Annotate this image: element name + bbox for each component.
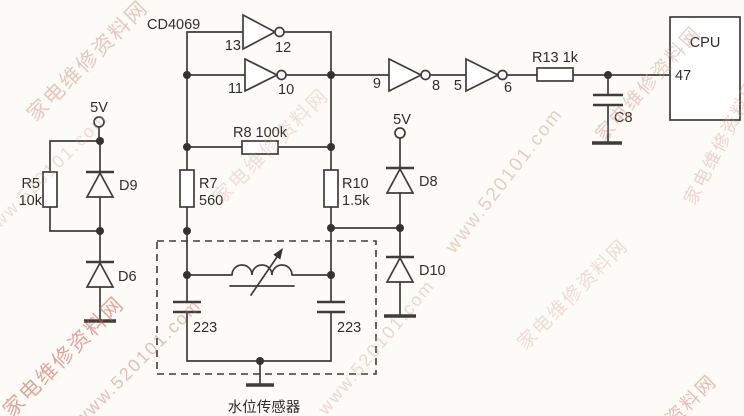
capacitor-left-label: 223 [193, 320, 217, 336]
resistor-r8-body [241, 140, 279, 155]
inverter-gate-13-12 [242, 13, 285, 51]
pin-label-5: 5 [454, 78, 462, 94]
variable-inductor [229, 248, 295, 296]
sensor-box-label: 水位传感器 [228, 399, 301, 416]
pin-label-8: 8 [432, 78, 440, 94]
resistor-r13-body [536, 67, 574, 82]
pin-label-10: 10 [278, 82, 294, 98]
resistor-r8-label: R8 100k [233, 125, 288, 141]
capacitor-right-label: 223 [337, 320, 361, 336]
capacitor-c8 [593, 93, 623, 107]
resistor-r10-value: 1.5k [342, 193, 370, 209]
cpu-block [669, 16, 741, 121]
inverter-bubble-icon [276, 69, 287, 81]
diode-d10 [385, 255, 415, 283]
diode-d9-label: D9 [119, 178, 138, 194]
pin-label-13: 13 [225, 38, 241, 54]
inverter-bubble-icon [274, 26, 285, 38]
junction-dots [96, 71, 612, 365]
pin-label-9: 9 [373, 76, 381, 92]
resistor-r7-name: R7 [199, 176, 218, 192]
resistor-r5-body [42, 171, 58, 208]
supply-terminal-right [394, 127, 406, 139]
diode-d6-label: D6 [118, 269, 137, 285]
sensor-box-outline [156, 240, 377, 375]
inverter-bubble-icon [420, 69, 431, 81]
supply-label-left: 5V [90, 100, 108, 116]
pin-label-6: 6 [504, 80, 512, 96]
ic-label: CD4069 [147, 17, 200, 33]
resistor-r13-label: R13 1k [532, 50, 579, 66]
resistor-r7-value: 560 [199, 193, 223, 209]
inverter-gate-5-6 [465, 57, 508, 93]
pin-label-11: 11 [228, 81, 243, 97]
resistor-r5-name: R5 [21, 176, 40, 192]
cpu-pin-label: 47 [675, 68, 691, 84]
resistor-r7-body [179, 169, 195, 208]
capacitor-sensor-left [173, 300, 201, 314]
diode-d8-label: D8 [419, 174, 438, 190]
inverter-bubble-icon [497, 69, 508, 81]
resistor-r10-body [323, 169, 339, 208]
resistor-r5-value: 10k [19, 193, 43, 209]
capacitor-sensor-right [317, 300, 345, 314]
cpu-label: CPU [690, 35, 721, 51]
supply-terminal-left [93, 116, 105, 128]
adjust-arrow-icon [250, 256, 278, 296]
supply-label-right: 5V [393, 112, 411, 128]
resistor-r10-name: R10 [342, 176, 369, 192]
inverter-gate-11-10 [244, 57, 287, 93]
diode-d10-label: D10 [419, 263, 446, 279]
capacitor-c8-label: C8 [614, 110, 633, 126]
diode-d9 [85, 170, 115, 198]
diode-d8 [385, 166, 415, 194]
pin-label-12: 12 [275, 40, 291, 56]
inverter-gate-9-8 [388, 57, 431, 93]
diode-d6 [85, 260, 115, 288]
